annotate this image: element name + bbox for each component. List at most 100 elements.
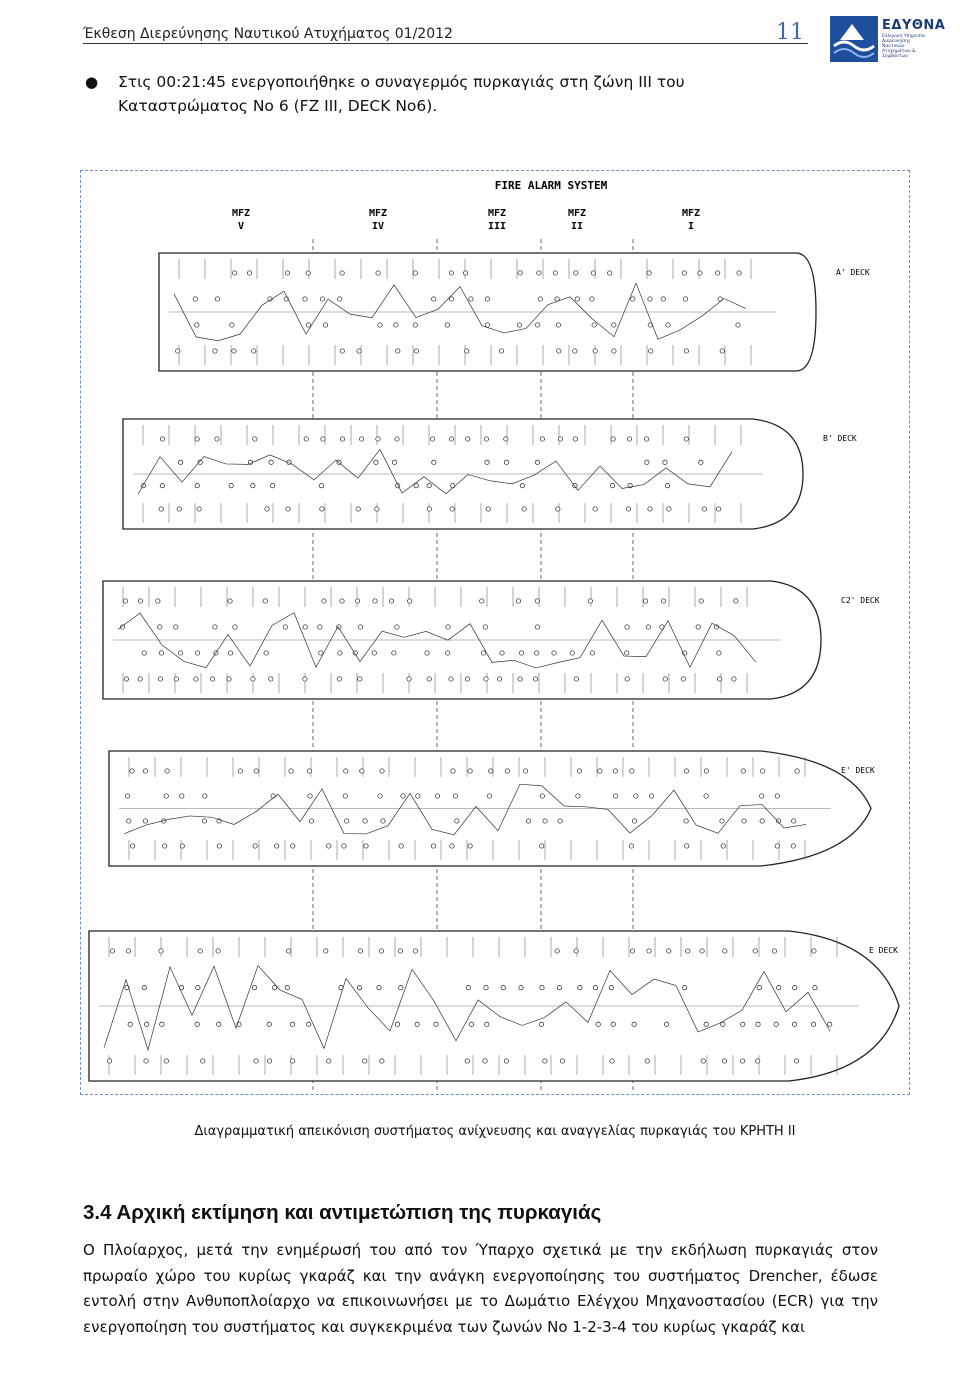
smoke-detector [760,768,766,774]
smoke-detector [482,624,488,630]
smoke-detector [430,843,437,849]
smoke-detector [515,598,522,604]
smoke-detector [194,436,200,442]
smoke-detector [357,676,363,682]
smoke-detector [589,296,595,302]
smoke-detector [445,650,451,656]
smoke-detector [771,948,777,954]
smoke-detector [372,598,378,604]
alarm-loop-wiring [103,965,831,1052]
zone-label-mfz: MFZ [682,208,700,219]
smoke-detector [555,506,561,512]
smoke-detector [355,598,361,604]
smoke-detector [339,270,345,276]
smoke-detector [192,296,198,302]
smoke-detector [467,843,473,849]
smoke-detector [274,843,280,849]
smoke-detector [681,270,687,276]
smoke-detector [157,676,163,682]
smoke-detector [595,1021,601,1027]
smoke-detector [267,1058,273,1064]
smoke-detector [592,506,598,512]
smoke-detector [776,818,782,824]
zone-label-mfz: MFZ [369,208,387,219]
smoke-detector [266,1021,272,1027]
smoke-detector [142,768,148,774]
alarm-loop-wiring [123,783,807,836]
smoke-detector [159,436,165,442]
smoke-detector [517,270,523,276]
smoke-detector [391,650,397,656]
smoke-detector [682,985,688,991]
deck-plan [102,580,822,700]
smoke-detector [158,948,164,954]
deck-plans [88,252,900,1082]
smoke-detector [534,650,540,656]
smoke-detector [812,985,818,991]
smoke-detector [426,676,432,682]
smoke-detector [703,768,709,774]
smoke-detector [662,459,668,465]
smoke-detector [125,948,131,954]
smoke-detector [644,1058,650,1064]
smoke-detector [574,296,580,302]
smoke-detector [412,270,418,276]
smoke-detector [485,506,491,512]
smoke-detector [518,650,525,656]
smoke-detector [253,768,259,774]
smoke-detector [452,793,458,799]
smoke-detector [341,843,347,849]
smoke-detector [662,676,668,682]
smoke-detector [215,948,221,954]
smoke-detector [463,270,469,276]
smoke-detector [607,270,613,276]
smoke-detector [164,768,170,774]
smoke-detector [321,598,327,604]
zone-label-mfz: MFZ [488,208,506,219]
smoke-detector [740,768,746,774]
smoke-detector [450,483,456,489]
smoke-detector [611,322,617,328]
smoke-detector [216,1021,222,1027]
smoke-detector [158,506,164,512]
smoke-detector [716,650,722,656]
smoke-detector [197,459,203,465]
section-heading: 3.4 Αρχική εκτίμηση και αντιμετώπιση της… [83,1201,602,1224]
smoke-detector [773,1021,779,1027]
smoke-detector [556,348,562,354]
smoke-detector [660,598,667,604]
smoke-detector [666,506,672,512]
smoke-detector [465,436,471,442]
smoke-detector [362,1058,368,1064]
smoke-detector [359,436,365,442]
smoke-detector [286,948,292,954]
smoke-detector [228,483,234,489]
smoke-detector [336,624,342,630]
bullet-icon: ● [85,73,99,91]
smoke-detector [449,843,455,849]
smoke-detector [159,483,165,489]
smoke-detector [484,322,490,328]
smoke-detector [307,793,313,799]
smoke-detector [646,270,652,276]
smoke-detector [162,843,168,849]
smoke-detector [683,348,689,354]
smoke-detector [375,270,381,276]
smoke-detector [448,270,454,276]
smoke-detector [559,1058,566,1064]
smoke-detector [484,1021,490,1027]
smoke-detector [682,296,688,302]
smoke-detector [577,985,583,991]
smoke-detector [253,1058,259,1064]
smoke-detector [398,985,404,991]
smoke-detector [393,322,399,328]
smoke-detector [666,948,672,954]
smoke-detector [683,768,689,774]
bullet-item: ● Στις 00:21:45 ενεργοποιήθηκε ο συναγερ… [85,70,808,118]
smoke-detector [264,506,270,512]
smoke-detector [503,436,509,442]
smoke-detector [337,650,343,656]
smoke-detector [519,483,525,489]
smoke-detector [250,483,256,489]
